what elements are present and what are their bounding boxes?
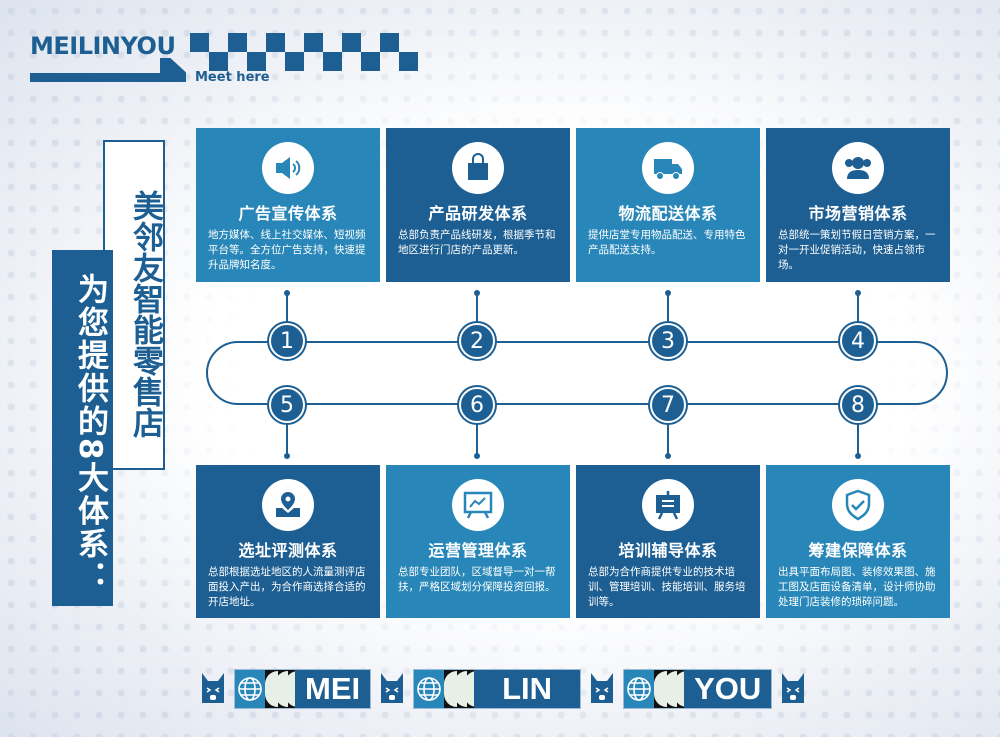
shield-check-icon	[832, 479, 884, 531]
card-description: 总部为合作商提供专业的技术培训、管理培训、技能培训、服务培训等。	[588, 566, 746, 608]
card-description: 提供店堂专用物品配送、专用特色产品配送支持。	[588, 229, 746, 256]
step-number: 4	[840, 323, 876, 359]
arrow-decoration	[30, 73, 186, 82]
connector-line	[286, 292, 288, 324]
shopping-bag-icon	[452, 142, 504, 194]
system-card: 培训辅导体系总部为合作商提供专业的技术培训、管理培训、技能培训、服务培训等。	[576, 465, 760, 618]
connector-line	[476, 422, 478, 456]
card-description: 总部统一策划节假日营销方案，一对一开业促销活动，快速占领市场。	[778, 229, 936, 271]
card-title: 产品研发体系	[428, 204, 528, 223]
brand-logo: MEILINYOU	[30, 32, 176, 60]
system-card: 筹建保障体系出具平面布局图、装修效果图、施工图及店面设备清单，设计师协助处理门店…	[766, 465, 950, 618]
flow-track	[206, 341, 948, 405]
banner-word: YOU	[684, 670, 772, 708]
bottom-banner: MEI LIN YOU	[198, 669, 808, 709]
step-number: 6	[459, 387, 495, 423]
globe-icon	[414, 670, 445, 708]
card-description: 出具平面布局图、装修效果图、施工图及店面设备清单，设计师协助处理门店装修的琐碎问…	[778, 566, 936, 608]
card-description: 总部专业团队，区域督导一对一帮扶，严格区域划分保障投资回报。	[398, 566, 556, 593]
truck-icon	[642, 142, 694, 194]
system-card: 选址评测体系总部根据选址地区的人流量测评店面投入产出，为合作商选择合适的开店地址…	[196, 465, 380, 618]
speaker-icon	[262, 142, 314, 194]
connector-dot	[284, 453, 290, 459]
globe-icon	[624, 670, 655, 708]
connector-line	[667, 422, 669, 456]
card-title: 广告宣传体系	[238, 204, 338, 223]
connector-line	[476, 292, 478, 324]
card-title: 市场营销体系	[808, 204, 908, 223]
card-title: 筹建保障体系	[808, 541, 908, 560]
connector-line	[286, 422, 288, 456]
banner-word: MEI	[295, 670, 371, 708]
connector-dot	[474, 453, 480, 459]
step-number: 5	[269, 387, 305, 423]
banner-word: LIN	[474, 670, 581, 708]
card-title: 运营管理体系	[428, 541, 528, 560]
system-card: 物流配送体系提供店堂专用物品配送、专用特色产品配送支持。	[576, 128, 760, 282]
subtitle: 美邻友智能零售店	[127, 190, 163, 438]
banner-segment: MEI	[234, 669, 372, 709]
card-title: 培训辅导体系	[618, 541, 718, 560]
users-icon	[832, 142, 884, 194]
bunny-icon	[778, 670, 808, 708]
connector-dot	[665, 290, 671, 296]
system-card: 运营管理体系总部专业团队，区域督导一对一帮扶，严格区域划分保障投资回报。	[386, 465, 570, 618]
card-description: 总部负责产品线研发，根据季节和地区进行门店的产品更新。	[398, 229, 556, 256]
banner-segment: LIN	[413, 669, 582, 709]
checker-decoration	[190, 33, 420, 71]
connector-line	[857, 422, 859, 456]
connector-dot	[474, 290, 480, 296]
card-title: 选址评测体系	[238, 541, 338, 560]
card-description: 总部根据选址地区的人流量测评店面投入产出，为合作商选择合适的开店地址。	[208, 566, 366, 608]
subtitle-box: 美邻友智能零售店	[103, 140, 165, 470]
chart-board-icon	[452, 479, 504, 531]
step-number: 1	[269, 323, 305, 359]
step-number: 3	[650, 323, 686, 359]
connector-line	[857, 292, 859, 324]
connector-dot	[855, 453, 861, 459]
tagline: Meet here	[195, 70, 270, 85]
bunny-icon	[587, 670, 617, 708]
system-card: 产品研发体系总部负责产品线研发，根据季节和地区进行门店的产品更新。	[386, 128, 570, 282]
system-card: 市场营销体系总部统一策划节假日营销方案，一对一开业促销活动，快速占领市场。	[766, 128, 950, 282]
connector-dot	[855, 290, 861, 296]
main-title: 为您提供的8大体系：	[72, 272, 108, 594]
easel-icon	[642, 479, 694, 531]
location-pin-icon	[262, 479, 314, 531]
connector-dot	[284, 290, 290, 296]
bunny-icon	[377, 670, 407, 708]
step-number: 7	[650, 387, 686, 423]
step-number: 8	[840, 387, 876, 423]
step-number: 2	[459, 323, 495, 359]
system-card: 广告宣传体系地方媒体、线上社交媒体、短视频平台等。全方位广告支持，快速提升品牌知…	[196, 128, 380, 282]
bunny-icon	[198, 670, 228, 708]
card-description: 地方媒体、线上社交媒体、短视频平台等。全方位广告支持，快速提升品牌知名度。	[208, 229, 366, 271]
banner-segment: YOU	[623, 669, 773, 709]
card-title: 物流配送体系	[618, 204, 718, 223]
connector-dot	[665, 453, 671, 459]
globe-icon	[235, 670, 265, 708]
main-title-box: 为您提供的8大体系：	[52, 250, 113, 606]
connector-line	[667, 292, 669, 324]
